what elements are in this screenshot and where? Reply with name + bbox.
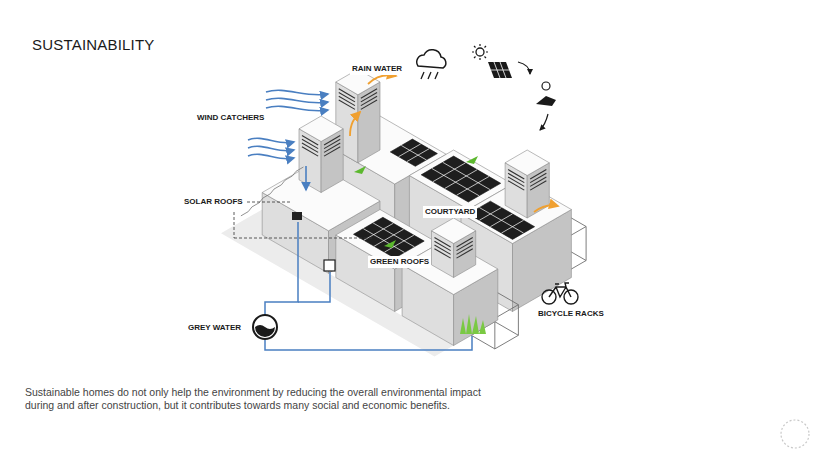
building-group — [221, 69, 586, 356]
bicycle-frame — [549, 283, 571, 297]
panel-icon — [488, 62, 512, 78]
rain-drop — [428, 72, 431, 79]
exhaust-arrow — [534, 205, 558, 212]
frame-edge — [471, 335, 495, 349]
stair — [241, 167, 304, 216]
sun-ray — [472, 44, 488, 60]
solar-panel — [390, 139, 437, 166]
water-pipe — [265, 222, 298, 315]
solar-panel-grid — [443, 162, 490, 189]
water-pipe — [265, 336, 472, 350]
wind-arrow — [248, 146, 294, 151]
solar-panel-grid — [363, 229, 404, 253]
solar-panel-grid — [401, 145, 426, 159]
callout-label: RAIN WATER — [350, 63, 404, 75]
wind-arrow — [248, 154, 294, 159]
grey-water-level — [255, 325, 275, 337]
leader-line — [234, 238, 372, 239]
cycle-arrow — [540, 114, 548, 130]
solar-panel-grid — [432, 169, 479, 196]
wind-catcher-vent — [324, 147, 340, 156]
green-roof-icon — [384, 240, 396, 248]
wind-catcher-vent — [508, 181, 524, 190]
panel-grid — [491, 62, 509, 78]
wind-catcher-vent — [302, 147, 318, 156]
frame-edge — [518, 305, 519, 336]
leader-line — [242, 202, 292, 203]
hand-icon — [536, 96, 556, 106]
green-roof-icon — [354, 166, 366, 174]
grass-icon — [460, 314, 486, 334]
green-roof-icon — [466, 156, 478, 164]
toilet-icon — [324, 260, 335, 271]
solar-panel — [421, 156, 501, 202]
water-pipe — [298, 272, 330, 302]
faucet-icon — [292, 212, 302, 220]
leader-line — [234, 212, 235, 238]
wind-catcher-vent — [457, 249, 473, 258]
rain-cloud-icon — [417, 50, 446, 68]
rain-drop — [421, 72, 424, 79]
exhaust-arrow — [350, 112, 360, 136]
exhaust-arrow — [368, 75, 396, 84]
wind-arrow — [266, 90, 328, 95]
frame-edge — [586, 227, 587, 261]
callout-label: BICYCLE RACKS — [536, 308, 606, 320]
diagram-title: SUSTAINABILITY — [32, 36, 155, 53]
watermark-stamp — [781, 420, 809, 448]
wind-arrow — [266, 98, 328, 103]
frame-edge — [495, 335, 519, 349]
wind-arrow — [248, 138, 294, 143]
wind-catcher-vent — [361, 100, 377, 109]
building-roof — [336, 210, 439, 270]
wind-catcher-vent — [434, 249, 450, 258]
callout-label: WIND CATCHERS — [195, 112, 266, 124]
callout-label: SOLAR ROOFS — [182, 196, 245, 208]
bulb-icon — [542, 82, 550, 90]
frame-edge — [495, 305, 519, 319]
wind-catcher-vent — [530, 181, 546, 190]
rain-drop — [435, 72, 438, 79]
diagram-caption: Sustainable homes do not only help the e… — [25, 386, 495, 412]
sun-icon — [476, 48, 484, 56]
wind-catcher-vent — [339, 100, 355, 109]
frame-edge — [495, 322, 519, 336]
callout-label: GREY WATER — [186, 322, 243, 334]
building-face — [358, 82, 380, 163]
callout-label: GREEN ROOFS — [368, 256, 431, 268]
cycle-arrow — [518, 62, 530, 74]
wind-arrow — [305, 166, 307, 190]
frame-edge — [495, 291, 519, 305]
frame-edge — [494, 318, 495, 349]
wind-arrow — [266, 106, 328, 111]
grey-water-tank — [253, 315, 277, 339]
callout-label: COURTYARD — [423, 206, 477, 218]
